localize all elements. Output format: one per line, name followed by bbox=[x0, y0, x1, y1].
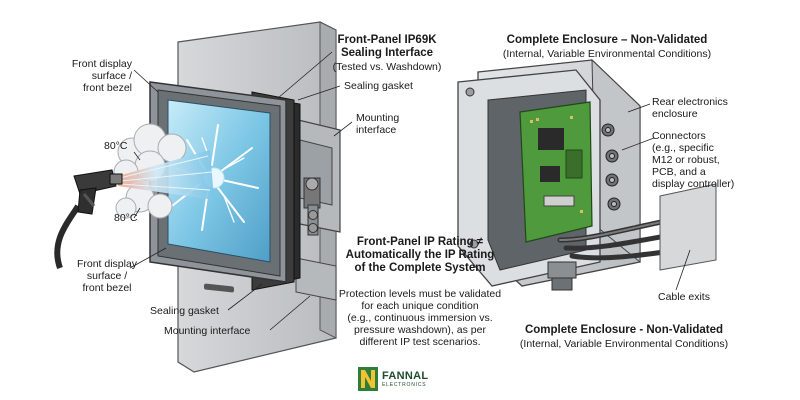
steam-cloud bbox=[113, 123, 187, 219]
fannal-logo-icon bbox=[358, 367, 378, 391]
warning-body-line: pressure washdown), as per bbox=[354, 324, 486, 336]
label-temp-top: 80°C bbox=[104, 140, 128, 152]
label-front-display-top: Front display surface / front bezel bbox=[62, 58, 132, 94]
label-line: M12 or robust, bbox=[652, 154, 720, 166]
warning-title-line: Front-Panel IP Rating ≠ bbox=[356, 236, 484, 248]
label-cable-exits: Cable exits bbox=[658, 291, 710, 303]
warning-body-line: for each unique condition bbox=[361, 300, 479, 312]
warning-body: Protection levels must be validated for … bbox=[334, 288, 506, 348]
front-panel-subtitle: (Tested vs. Washdown) bbox=[332, 61, 442, 73]
enclosure-title-top: Complete Enclosure – Non-Validated bbox=[506, 34, 708, 46]
label-line: enclosure bbox=[652, 108, 698, 120]
warning-title: Front-Panel IP Rating ≠ Automatically th… bbox=[340, 236, 500, 275]
label-sealing-gasket-top: Sealing gasket bbox=[344, 80, 413, 92]
label-line: front bezel bbox=[82, 282, 132, 294]
label-line: Connectors bbox=[652, 130, 706, 142]
title-line-2: Sealing Interface bbox=[340, 47, 434, 59]
enclosure-title-bottom: Complete Enclosure - Non-Validated bbox=[524, 324, 724, 336]
front-panel-title: Front-Panel IP69K Sealing Interface bbox=[316, 34, 458, 60]
label-line: Mounting bbox=[356, 112, 400, 124]
label-line: Rear electronics bbox=[652, 96, 728, 108]
label-line: surface / bbox=[86, 270, 128, 282]
label-line: display controller) bbox=[652, 178, 735, 190]
logo-subtext: ELECTRONICS bbox=[382, 382, 427, 388]
label-line: Front display bbox=[76, 258, 138, 270]
warning-title-line: of the Complete System bbox=[354, 262, 486, 274]
logo-brand: FANNAL bbox=[382, 370, 429, 382]
right-wall bbox=[659, 183, 717, 271]
label-rear-enclosure: Rear electronics enclosure bbox=[652, 96, 728, 120]
label-connectors: Connectors (e.g., specific M12 or robust… bbox=[652, 130, 734, 190]
label-temp-bottom: 80°C bbox=[114, 212, 138, 224]
pressure-spray bbox=[118, 150, 214, 200]
pcb-board bbox=[519, 101, 593, 243]
warning-body-line: Protection levels must be validated bbox=[338, 288, 502, 300]
title-line-1: Front-Panel IP69K bbox=[337, 34, 437, 46]
label-front-display-bottom: Front display surface / front bezel bbox=[72, 258, 142, 294]
enclosure-subtitle-bottom: (Internal, Variable Environmental Condit… bbox=[519, 338, 729, 350]
fannal-logo: FANNAL ELECTRONICS bbox=[358, 367, 448, 393]
label-mounting-interface-top: Mounting interface bbox=[356, 112, 399, 136]
label-line: Front display bbox=[71, 58, 132, 70]
warning-title-line: Automatically the IP Rating bbox=[345, 249, 495, 261]
label-line: (e.g., specific bbox=[652, 142, 714, 154]
cable-gland bbox=[547, 261, 577, 291]
label-line: front bezel bbox=[82, 82, 132, 94]
label-sealing-gasket-bottom: Sealing gasket bbox=[150, 305, 219, 317]
warning-body-line: (e.g., continuous immersion vs. bbox=[347, 312, 493, 324]
label-line: interface bbox=[356, 124, 397, 136]
mounting-bracket bbox=[289, 117, 341, 301]
leader-lines-left bbox=[129, 51, 353, 331]
m12-connectors bbox=[601, 123, 621, 211]
label-mounting-interface-bottom: Mounting interface bbox=[164, 325, 251, 337]
warning-body-line: different IP test scenarios. bbox=[359, 336, 481, 348]
spray-gun bbox=[54, 169, 123, 270]
label-line: surface / bbox=[91, 70, 132, 82]
leader-lines-right bbox=[621, 103, 691, 291]
label-line: PCB, and a bbox=[652, 166, 706, 178]
enclosure-subtitle-top: (Internal, Variable Environmental Condit… bbox=[502, 48, 712, 60]
